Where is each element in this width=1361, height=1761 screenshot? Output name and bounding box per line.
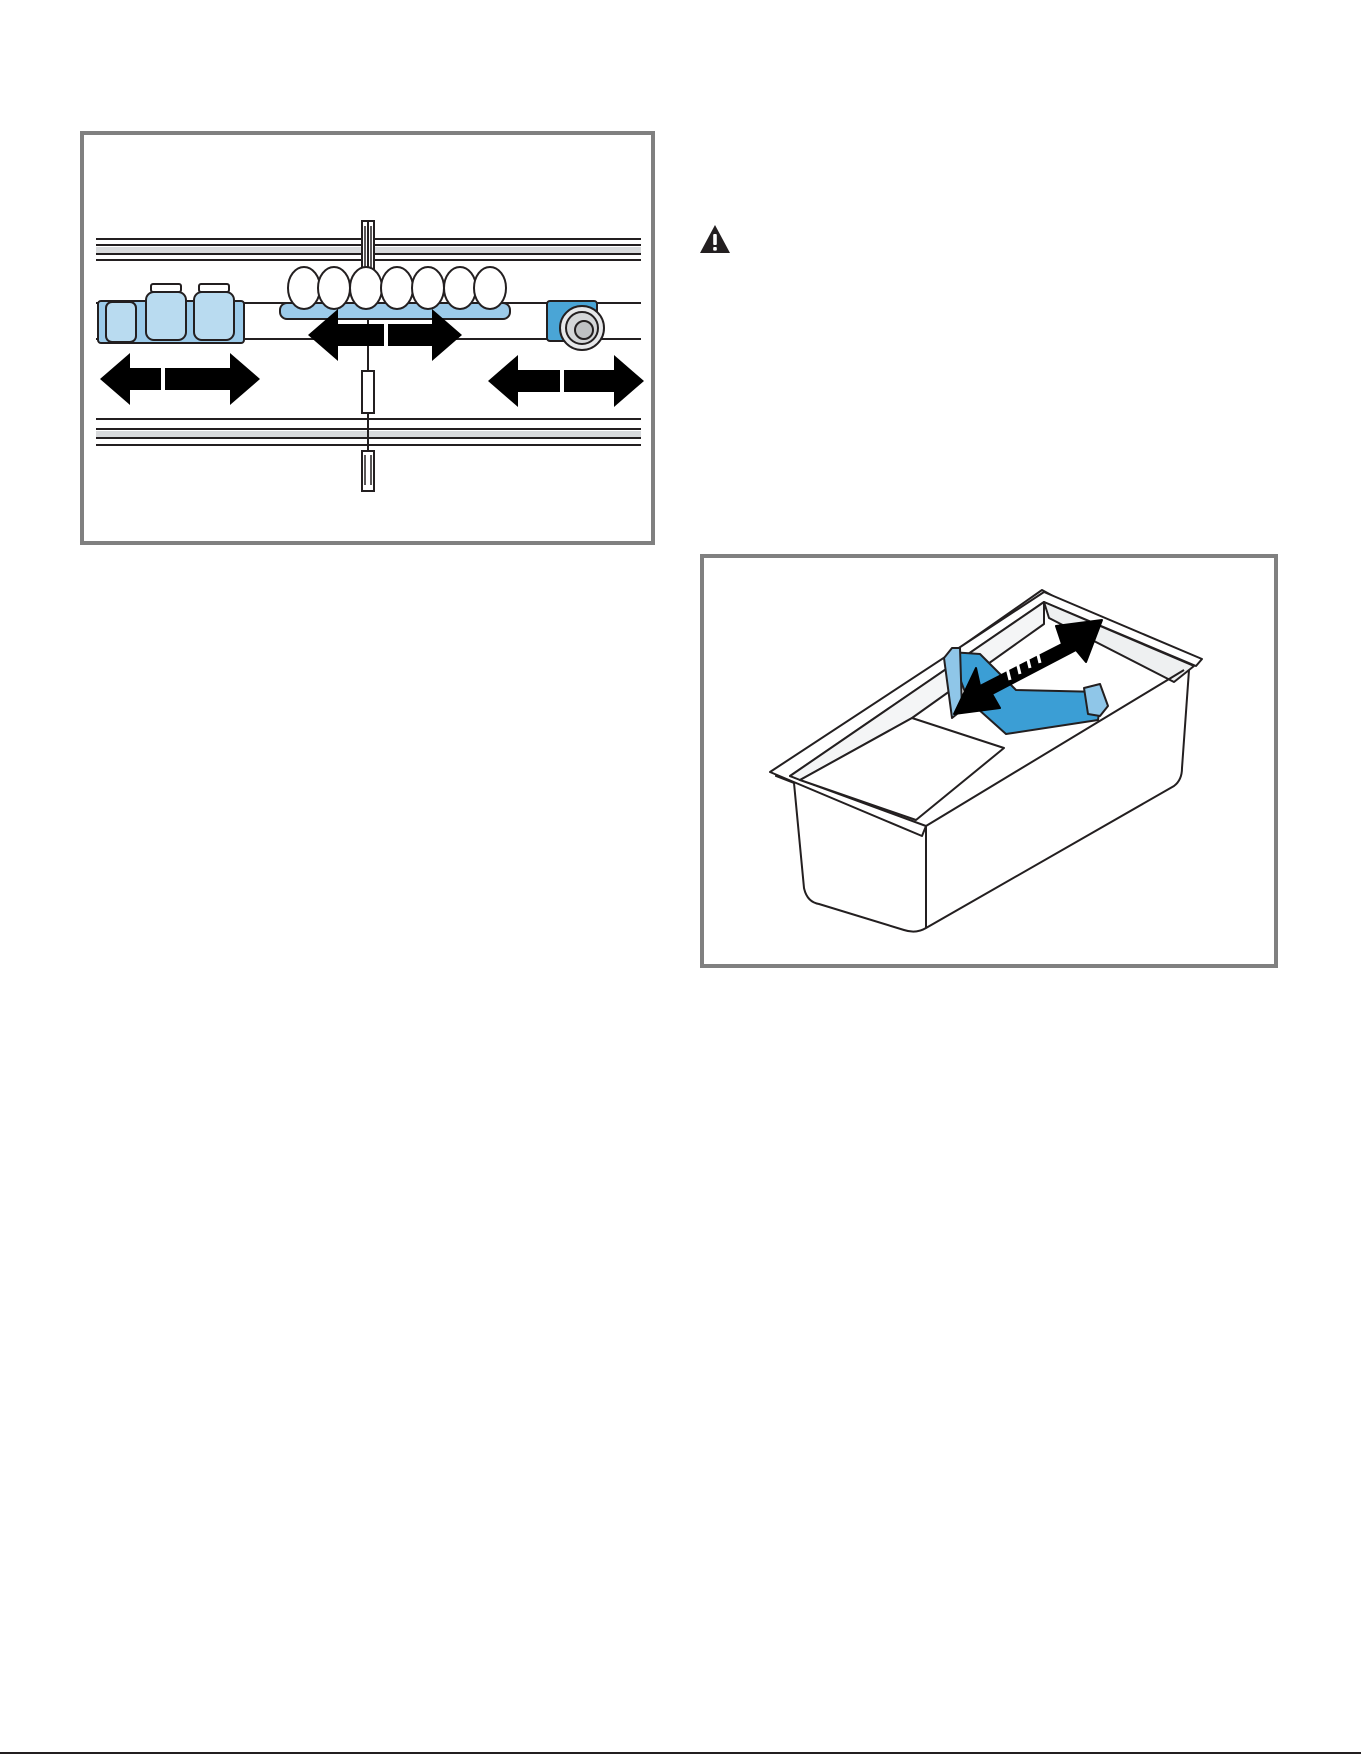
bottle-clip (547, 301, 604, 350)
left-slide-arrow-icon (100, 353, 260, 405)
drawer-illustration (704, 558, 1274, 964)
door-shelf-accessories-figure (80, 131, 655, 545)
footer-rule (0, 1752, 1361, 1754)
vertical-post (362, 221, 374, 491)
egg-tray (280, 267, 510, 319)
right-slide-arrow-icon (488, 355, 644, 407)
jar-holder (98, 284, 244, 343)
door-shelf-illustration (84, 135, 651, 541)
drawer-divider-figure (700, 554, 1278, 968)
warning-triangle-icon (699, 224, 731, 254)
